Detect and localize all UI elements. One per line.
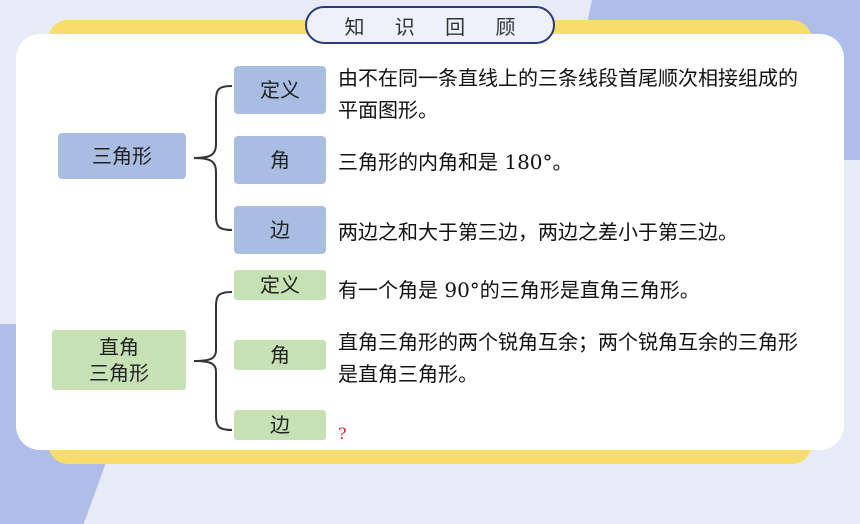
triangle-side-tag: 边 <box>234 206 326 254</box>
right-triangle-side-tag: 边 <box>234 410 326 440</box>
right-triangle-angle-tag: 角 <box>234 340 326 370</box>
right-triangle-brace <box>193 291 233 431</box>
right-triangle-label-box: 直角 三角形 <box>52 330 186 390</box>
right-triangle-label-line2: 三角形 <box>89 361 149 385</box>
right-triangle-definition-text: 有一个角是 90°的三角形是直角三角形。 <box>338 278 700 302</box>
right-triangle-label-line1: 直角 <box>99 335 139 359</box>
triangle-side-text: 两边之和大于第三边，两边之差小于第三边。 <box>338 220 738 244</box>
right-triangle-side-question-mark: ? <box>338 424 347 443</box>
right-triangle-definition-tag: 定义 <box>234 270 326 300</box>
triangle-definition-tag: 定义 <box>234 66 326 114</box>
triangle-label-box: 三角形 <box>58 133 186 179</box>
triangle-definition-text: 由不在同一条直线上的三条线段首尾顺次相接组成的平面图形。 <box>338 66 798 122</box>
triangle-angle-text: 三角形的内角和是 180°。 <box>338 150 573 174</box>
triangle-brace <box>193 85 233 231</box>
page-title: 知 识 回 顾 <box>305 6 555 44</box>
right-triangle-angle-text: 直角三角形的两个锐角互余；两个锐角互余的三角形是直角三角形。 <box>338 330 798 386</box>
triangle-angle-tag: 角 <box>234 136 326 184</box>
